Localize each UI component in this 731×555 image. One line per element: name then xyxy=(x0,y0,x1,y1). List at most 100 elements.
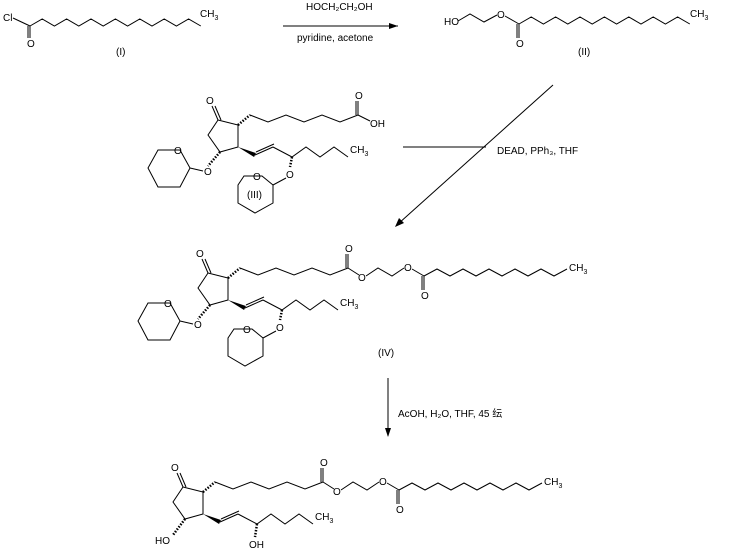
atom-label-o: O xyxy=(286,170,294,181)
compound-label-iv: (IV) xyxy=(378,348,395,359)
alkene-double-bond xyxy=(254,146,274,156)
atom-label-o: O xyxy=(206,96,214,107)
atom-label-o: O xyxy=(421,291,429,302)
carbon-chain xyxy=(423,268,568,277)
arrowhead-icon xyxy=(395,218,404,227)
atom-label-o: O xyxy=(276,323,284,334)
atom-label-o: O xyxy=(243,325,251,336)
atom-label-o: O xyxy=(358,273,366,284)
atom-label-oh: OH xyxy=(370,119,385,130)
cyclopentane-ring xyxy=(172,486,204,520)
thp-ring xyxy=(137,302,181,341)
bond xyxy=(411,268,425,277)
wedge-bond xyxy=(228,300,246,310)
alkene-double-bond xyxy=(255,143,275,153)
carbon-chain xyxy=(457,13,498,23)
carbon-chain xyxy=(365,267,405,277)
hashed-bond xyxy=(288,156,294,168)
hashed-bond xyxy=(197,304,211,320)
bond-o-thp xyxy=(189,167,204,172)
bond xyxy=(386,482,400,491)
bond xyxy=(347,267,360,276)
atom-label-ch3: CH3 xyxy=(200,9,218,22)
ketone-double-bond xyxy=(179,472,187,488)
bond-o-thp xyxy=(262,330,277,339)
compound-label-iii: (III) xyxy=(247,190,262,201)
atom-label-o: O xyxy=(379,477,387,488)
atom-label-ch3: CH3 xyxy=(340,298,358,311)
wedge-bond xyxy=(238,147,256,157)
hashed-bond xyxy=(253,523,259,538)
thp-ring xyxy=(237,175,274,214)
reagent-step1-above: HOCH₂CH₂OH xyxy=(306,2,373,13)
ketone-double-bond xyxy=(204,258,212,274)
atom-label-o: O xyxy=(516,39,524,50)
arrowhead-icon xyxy=(389,23,398,29)
atom-label-o: O xyxy=(253,172,261,183)
atom-label-ch3: CH3 xyxy=(350,145,368,158)
atom-label-o: O xyxy=(196,249,204,260)
reagent-step2: DEAD, PPh₃, THF xyxy=(497,146,579,157)
atom-label-o: O xyxy=(497,10,505,21)
atom-label-o: O xyxy=(164,299,172,310)
hashed-bond xyxy=(172,518,186,536)
atom-label-o: O xyxy=(204,167,212,178)
atom-label-o: O xyxy=(404,263,412,274)
atom-label-ch3: CH3 xyxy=(569,263,587,276)
alpha-chain xyxy=(214,481,324,490)
cyclopentane-ring xyxy=(207,119,239,153)
reaction-arrow-step2 xyxy=(397,84,554,225)
ketone-double-bond xyxy=(211,105,219,121)
compound-label-i: (I) xyxy=(116,47,126,58)
ketone-double-bond xyxy=(176,472,184,488)
alkene-double-bond xyxy=(245,296,265,306)
alkene-double-bond xyxy=(219,513,239,523)
bond-o-thp xyxy=(179,320,194,325)
carbon-chain xyxy=(29,18,202,27)
atom-label-o: O xyxy=(396,505,404,516)
reagent-step3: AcOH, H₂O, THF, 45 纭 xyxy=(398,409,503,420)
omega-chain xyxy=(262,299,339,311)
atom-label-o: O xyxy=(174,146,182,157)
hashed-bond xyxy=(207,151,221,167)
carbon-chain xyxy=(518,16,691,25)
ketone-double-bond xyxy=(201,258,209,274)
atom-label-o: O xyxy=(345,244,353,255)
hashed-bond xyxy=(227,267,241,279)
compound-label-ii: (II) xyxy=(578,47,591,58)
atom-label-ho: HO xyxy=(155,536,170,547)
carbon-chain xyxy=(340,481,380,491)
carbon-chain xyxy=(398,482,543,491)
bond-c-cl xyxy=(12,17,31,27)
hashed-bond xyxy=(278,309,284,321)
atom-label-o: O xyxy=(194,320,202,331)
alkene-double-bond xyxy=(244,299,264,309)
atom-label-ch3: CH3 xyxy=(315,512,333,525)
bond xyxy=(357,114,371,122)
atom-label-cl: Cl xyxy=(3,13,12,24)
atom-label-ch3: CH3 xyxy=(544,477,562,490)
alkene-double-bond xyxy=(220,510,240,520)
alpha-chain xyxy=(239,267,349,276)
hashed-bond xyxy=(202,481,216,493)
ketone-double-bond xyxy=(214,105,222,121)
atom-label-ch3: CH3 xyxy=(690,9,708,22)
bond-o-thp xyxy=(272,177,287,186)
omega-chain xyxy=(272,146,349,158)
atom-label-o: O xyxy=(171,463,179,474)
alpha-chain xyxy=(249,114,359,123)
atom-label-oh: OH xyxy=(249,540,264,551)
thp-ring xyxy=(147,149,191,188)
atom-label-o: O xyxy=(355,91,363,102)
atom-label-o: O xyxy=(320,458,328,469)
atom-label-o: O xyxy=(333,487,341,498)
wedge-bond xyxy=(203,514,221,524)
cyclopentane-ring xyxy=(197,272,229,306)
bond xyxy=(322,481,335,490)
omega-chain xyxy=(237,513,314,525)
atom-label-o: O xyxy=(27,39,35,50)
reagent-step1-below: pyridine, acetone xyxy=(297,33,374,44)
thp-ring xyxy=(227,328,264,367)
hashed-bond xyxy=(237,114,251,126)
